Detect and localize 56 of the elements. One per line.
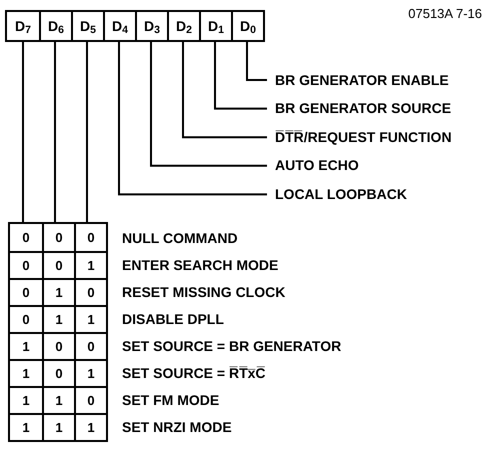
connector-line [182, 42, 267, 138]
table-cell: 1 [10, 386, 42, 413]
table-cell: 0 [74, 386, 106, 413]
bit-cell: D$_{5}$ [71, 12, 103, 40]
bit-function-label: AUTO ECHO [275, 156, 359, 175]
bit-cell: D$_{0}$ [231, 12, 263, 40]
bit-function-label: BR GENERATOR ENABLE [275, 71, 449, 89]
table-cell: 1 [42, 413, 74, 440]
table-cell: 0 [10, 251, 42, 278]
table-cell: 0 [74, 224, 106, 251]
table-cell: 1 [10, 332, 42, 359]
command-label: SET SOURCE = BR GENERATOR [122, 336, 342, 354]
command-label: NULL COMMAND [122, 228, 238, 246]
figure-code: 07513A 7-16 [408, 5, 482, 23]
table-cell: 0 [74, 278, 106, 305]
table-cell: 0 [10, 305, 42, 332]
table-cell: 0 [42, 332, 74, 359]
command-label: SET NRZI MODE [122, 418, 232, 436]
table-cell: 1 [74, 305, 106, 332]
table-cell-text: 0 [21, 228, 31, 247]
table-cell: 1 [42, 278, 74, 305]
table-cell: 1 [74, 251, 106, 278]
command-label: RESET MISSING CLOCK [122, 282, 286, 300]
command-label: SET SOURCE = R̅T̅x̅C̅ [122, 364, 266, 382]
table-cell: 0 [42, 224, 74, 251]
connector-line [118, 42, 267, 196]
table-cell: 1 [42, 386, 74, 413]
table-cell: 0 [74, 332, 106, 359]
bit-function-label: D̅T̅R̅/REQUEST FUNCTION [275, 128, 452, 146]
connector-line [246, 42, 267, 81]
bit-function-label: BR GENERATOR SOURCE [275, 100, 452, 118]
connector-line [22, 42, 24, 222]
table-cell: 1 [10, 359, 42, 386]
connector-line [86, 42, 88, 222]
truth-table [8, 222, 108, 442]
bit-cell: D$_{4}$ [103, 12, 135, 40]
table-cell: 0 [42, 359, 74, 386]
register-box [5, 10, 265, 42]
command-label: SET FM MODE [122, 390, 220, 408]
table-cell: 1 [10, 413, 42, 440]
table-cell: 0 [10, 278, 42, 305]
bit-cell: D$_{1}$ [199, 12, 231, 40]
bit-cell: D$_{6}$ [39, 12, 71, 40]
connector-line [150, 42, 267, 167]
bit-cell: D$_{7}$ [7, 12, 39, 40]
bit-function-label: LOCAL LOOPBACK [275, 185, 407, 204]
command-label: ENTER SEARCH MODE [122, 256, 278, 274]
connector-line [54, 42, 56, 222]
bit-cell: D$_{2}$ [167, 12, 199, 40]
bit-cell: D$_{3}$ [135, 12, 167, 40]
table-cell: 1 [74, 413, 106, 440]
table-cell: 0 [42, 251, 74, 278]
command-label: DISABLE DPLL [122, 310, 224, 328]
connector-line [214, 42, 267, 110]
table-cell: 1 [74, 359, 106, 386]
table-cell: 1 [42, 305, 74, 332]
